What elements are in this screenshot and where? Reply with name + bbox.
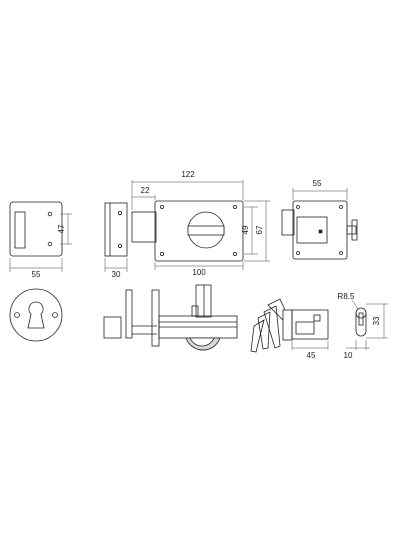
cylinder-profile-view: 33 10 R8.5 [338, 292, 388, 360]
dim-label-30: 30 [112, 270, 121, 279]
bolt-block [131, 211, 157, 243]
dim-label-radius: R8.5 [338, 292, 355, 301]
front-plate-outline [9, 201, 63, 257]
screw-hole-bottom [47, 241, 53, 247]
section-left-block [103, 316, 122, 339]
dim-label-45: 45 [307, 351, 316, 360]
key-2 [263, 305, 281, 349]
dim-label-122: 122 [181, 170, 195, 179]
dim-label-10: 10 [344, 351, 353, 360]
rear-bolt-block [281, 209, 295, 236]
section-mid-plate [151, 289, 160, 347]
rear-stub [346, 225, 357, 235]
key-4 [250, 319, 265, 353]
dim-label-front-47: 47 [57, 224, 66, 233]
section-spindle [195, 284, 212, 318]
dim-label-67: 67 [255, 225, 264, 234]
dim-label-front-55: 55 [32, 270, 41, 279]
section-view [103, 284, 238, 351]
rear-stub-end [351, 219, 358, 241]
escutcheon-outer [9, 288, 63, 342]
lock-body-outline [154, 200, 244, 262]
knob-grip [187, 225, 225, 236]
keyhole-icon [27, 301, 45, 329]
key-3 [257, 311, 271, 350]
dim-label-rear-55: 55 [313, 179, 322, 188]
side-plate-view: 30 [104, 202, 128, 279]
profile-body [355, 313, 367, 337]
cylinder-body [291, 309, 329, 340]
dim-label-33: 33 [372, 316, 381, 325]
rear-indicator [318, 229, 323, 234]
radius-leader [351, 299, 359, 310]
rear-view: 55 [281, 179, 358, 260]
cylinder-cap [282, 309, 293, 341]
lock-body-view: 122 22 100 49 67 [131, 170, 270, 277]
section-left-plate [125, 289, 133, 339]
dim-label-100: 100 [192, 268, 206, 277]
escutcheon-view [9, 288, 63, 342]
dim-label-49: 49 [241, 225, 250, 234]
side-plate-outline [104, 202, 128, 257]
screw-hole-top [47, 211, 53, 217]
front-plate-view: 47 55 [9, 201, 72, 279]
cylinder-keys-view: 45 [250, 298, 329, 360]
dim-label-22: 22 [141, 186, 150, 195]
rear-recess [296, 216, 328, 244]
front-plate-slot [14, 211, 26, 249]
